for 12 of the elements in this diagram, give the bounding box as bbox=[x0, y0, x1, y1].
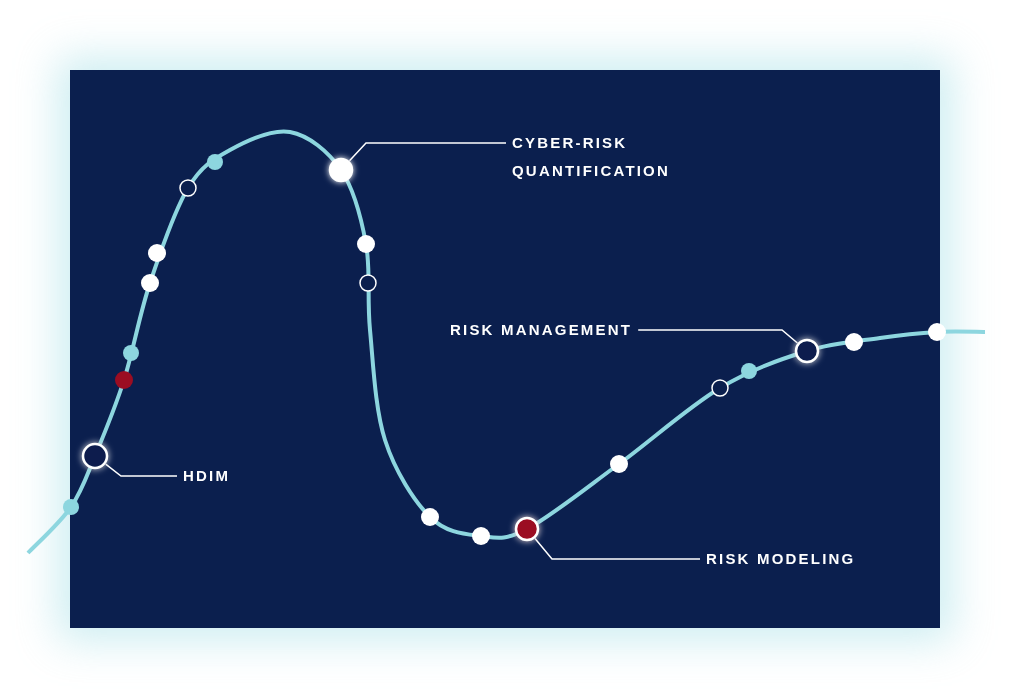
callout-label: RISK MODELING bbox=[706, 545, 856, 573]
callout-label: RISK MANAGEMENT bbox=[450, 316, 633, 344]
highlight-dot bbox=[514, 516, 540, 542]
highlight-dot bbox=[328, 157, 354, 183]
callout-label: CYBER-RISK QUANTIFICATION bbox=[512, 129, 702, 185]
callout-label: HDIM bbox=[183, 462, 231, 490]
leader-line bbox=[348, 142, 507, 162]
leader-line bbox=[104, 463, 178, 477]
highlight-dot bbox=[81, 442, 109, 470]
leader-line bbox=[534, 537, 701, 560]
highlight-dot bbox=[794, 338, 820, 364]
leader-line bbox=[637, 329, 799, 344]
